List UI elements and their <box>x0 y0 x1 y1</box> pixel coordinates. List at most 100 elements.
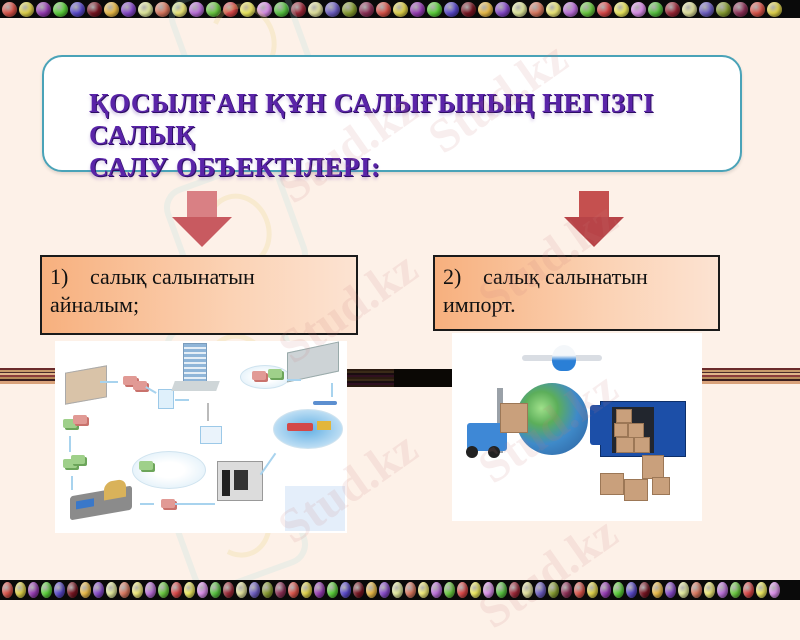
bead-decoration <box>121 1 136 17</box>
title-box: ҚОСЫЛҒАН ҚҰН САЛЫҒЫНЫҢ НЕГІЗГІ САЛЫҚ САЛ… <box>42 55 742 182</box>
bead-decoration <box>639 582 650 598</box>
flow-arrow <box>207 403 209 421</box>
decorative-stripe <box>0 368 55 384</box>
bead-decoration <box>587 582 598 598</box>
bead-decoration <box>716 1 731 17</box>
bead-decoration <box>597 1 612 17</box>
ship-icon <box>287 423 313 431</box>
money-icon <box>73 415 87 424</box>
bead-decoration <box>67 582 78 598</box>
bead-decoration <box>600 582 611 598</box>
plaza-base <box>171 381 220 391</box>
bead-decoration <box>665 1 680 17</box>
flow-arrow <box>287 379 301 381</box>
flow-arrow <box>145 386 157 394</box>
bead-decoration <box>301 582 312 598</box>
bead-decoration <box>19 1 34 17</box>
bead-decoration <box>529 1 544 17</box>
bead-decoration <box>353 582 364 598</box>
bead-decoration <box>496 582 507 598</box>
bead-decoration <box>172 1 187 17</box>
item-number: 1) <box>50 264 69 289</box>
bead-decoration <box>461 1 476 17</box>
money-icon <box>268 369 282 378</box>
bead-decoration <box>70 1 85 17</box>
item-box-turnover: 1)салық салынатын айналым; <box>40 255 358 335</box>
bead-decoration <box>240 1 255 17</box>
bead-decoration <box>41 582 52 598</box>
money-icon <box>63 419 77 428</box>
bead-decoration <box>327 582 338 598</box>
bead-decoration <box>366 582 377 598</box>
bead-decoration <box>249 582 260 598</box>
skyscraper-icon <box>183 343 207 387</box>
bead-decoration <box>2 1 17 17</box>
bead-decoration <box>138 1 153 17</box>
down-arrow-icon <box>172 191 232 247</box>
bead-decoration <box>223 1 238 17</box>
bead-decoration <box>236 582 247 598</box>
bead-decoration <box>743 582 754 598</box>
bead-decoration <box>274 1 289 17</box>
turnover-cycle-diagram <box>55 341 347 533</box>
bead-decoration <box>106 582 117 598</box>
decorative-dark-band <box>347 369 452 387</box>
globe-icon <box>516 383 588 455</box>
bead-decoration <box>379 582 390 598</box>
money-icon <box>63 459 77 468</box>
bead-decoration <box>665 582 676 598</box>
bead-decoration <box>478 1 493 17</box>
bead-decoration <box>393 1 408 17</box>
bead-decoration <box>444 1 459 17</box>
bead-decoration <box>210 582 221 598</box>
bead-decoration <box>15 582 26 598</box>
item-number: 2) <box>443 264 462 289</box>
bead-decoration <box>730 582 741 598</box>
money-icon <box>139 461 153 470</box>
airplane-icon <box>552 345 576 371</box>
cargo-box <box>624 479 648 501</box>
bead-decoration <box>509 582 520 598</box>
item-text-line2: импорт. <box>443 292 516 317</box>
down-arrow-icon <box>564 191 624 247</box>
truck-icon <box>317 421 331 430</box>
item-text-line2: айналым; <box>50 292 140 317</box>
bead-decoration <box>769 582 780 598</box>
bead-decoration <box>574 582 585 598</box>
flow-arrow <box>69 436 71 452</box>
flow-arrow <box>100 381 118 383</box>
bead-decoration <box>405 582 416 598</box>
bead-decoration <box>36 1 51 17</box>
logistics-ellipse <box>273 409 343 449</box>
money-icon <box>71 455 85 464</box>
flow-arrow <box>175 399 189 401</box>
bead-decoration <box>314 582 325 598</box>
bead-decoration <box>119 582 130 598</box>
bead-decoration <box>495 1 510 17</box>
bead-decoration <box>691 582 702 598</box>
bead-decoration <box>717 582 728 598</box>
bead-decoration <box>376 1 391 17</box>
bead-decoration <box>80 582 91 598</box>
bead-decoration <box>342 1 357 17</box>
flow-arrow <box>140 503 154 505</box>
cargo-box <box>642 455 664 479</box>
money-icon <box>133 381 147 390</box>
cargo-box <box>600 473 624 495</box>
bead-decoration <box>431 582 442 598</box>
office-building-icon <box>65 365 107 405</box>
bead-decoration <box>206 1 221 17</box>
bead-decoration <box>546 1 561 17</box>
cargo-box <box>652 477 670 495</box>
bead-decoration <box>291 1 306 17</box>
bead-decoration <box>308 1 323 17</box>
bead-decoration <box>223 582 234 598</box>
top-bead-border <box>0 0 800 18</box>
bead-decoration <box>733 1 748 17</box>
bead-decoration <box>427 1 442 17</box>
bead-decoration <box>262 582 273 598</box>
container-interior <box>612 407 654 453</box>
bead-decoration <box>288 582 299 598</box>
document-icon <box>158 389 174 409</box>
bead-decoration <box>522 582 533 598</box>
